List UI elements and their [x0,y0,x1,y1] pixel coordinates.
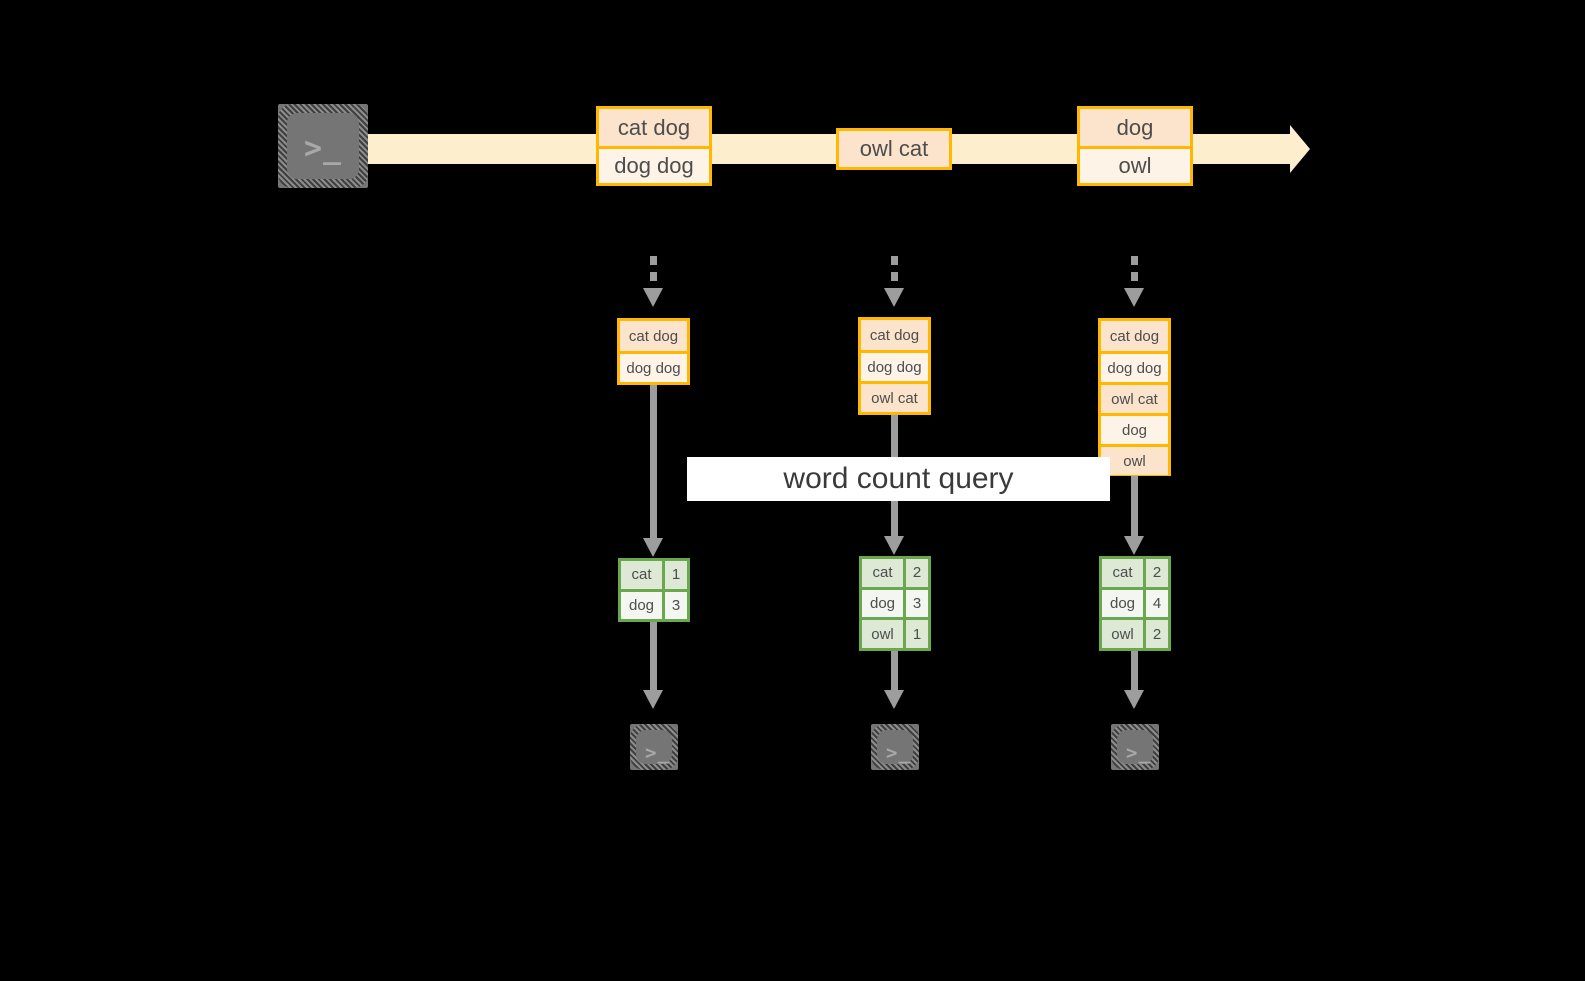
result-row: cat 2 [1102,559,1168,587]
result-row: dog 3 [862,586,928,618]
snapshot-to-result-connector [650,385,657,540]
result-word-cell: owl [862,620,906,649]
snapshot-row: cat dog [620,321,687,351]
result-count-cell: 2 [1146,620,1168,649]
record-row: cat dog [599,109,709,146]
result-word-cell: owl [1102,620,1146,649]
stream-to-snapshot-arrowhead [643,288,663,307]
snapshot-row: owl cat [861,381,928,412]
sink-terminal-icon: >_ [1101,714,1169,780]
sink-terminal-icon: >_ [620,714,688,780]
result-word-cell: cat [1102,559,1146,587]
record-row: dog dog [599,146,709,183]
stream-event-box: cat dog dog dog [596,106,712,186]
snapshot-box: cat dog dog dog owl cat dog owl [1098,318,1171,476]
snapshot-box: cat dog dog dog [617,318,690,385]
result-to-sink-arrowhead [1124,690,1144,709]
snapshot-to-result-arrowhead [1124,536,1144,555]
stream-event-box: owl cat [836,128,952,170]
snapshot-row: dog dog [620,351,687,382]
result-row: cat 2 [862,559,928,587]
result-count-cell: 3 [906,589,928,618]
stream-to-snapshot-connector [1131,256,1138,290]
terminal-prompt-glyph: >_ [886,742,911,764]
result-count-cell: 2 [906,559,928,587]
result-row: dog 3 [621,588,687,619]
stream-to-snapshot-arrowhead [1124,288,1144,307]
result-to-sink-connector [1131,651,1138,692]
result-word-cell: dog [1102,589,1146,618]
snapshot-row: dog dog [861,350,928,381]
terminal-body [877,730,913,764]
result-word-cell: cat [862,559,906,587]
stream-to-snapshot-connector [891,256,898,290]
result-table: cat 2 dog 4 owl 2 [1099,556,1171,651]
snapshot-to-result-connector [1131,476,1138,538]
terminal-prompt-glyph: >_ [645,742,670,764]
sink-terminal-icon: >_ [861,714,929,780]
result-count-cell: 2 [1146,559,1168,587]
result-row: cat 1 [621,561,687,589]
result-count-cell: 3 [665,591,687,619]
result-count-cell: 1 [906,620,928,649]
snapshot-box: cat dog dog dog owl cat [858,317,931,415]
query-label-banner: word count query [687,457,1110,501]
snapshot-to-result-arrowhead [884,536,904,555]
result-row: owl 2 [1102,617,1168,649]
result-to-sink-connector [650,622,657,692]
snapshot-to-result-arrowhead [643,538,663,557]
stream-to-snapshot-arrowhead [884,288,904,307]
result-word-cell: dog [862,589,906,618]
record-row: dog [1080,109,1190,146]
stream-arrow-head [1290,125,1310,173]
snapshot-row: cat dog [1101,321,1168,351]
snapshot-row: owl cat [1101,382,1168,413]
stream-to-snapshot-connector [650,256,657,290]
terminal-body [287,113,359,179]
record-row: owl [1080,146,1190,183]
result-row: owl 1 [862,617,928,649]
result-to-sink-arrowhead [884,690,904,709]
stream-event-box: dog owl [1077,106,1193,186]
result-to-sink-connector [891,651,898,692]
result-count-cell: 4 [1146,589,1168,618]
terminal-prompt-glyph: >_ [304,131,343,166]
source-terminal-icon: >_ [268,94,378,198]
result-table: cat 2 dog 3 owl 1 [859,556,931,651]
snapshot-row: dog dog [1101,351,1168,382]
result-count-cell: 1 [665,561,687,589]
result-word-cell: dog [621,591,665,619]
terminal-body [636,730,672,764]
snapshot-row: owl [1101,444,1168,475]
snapshot-row: cat dog [861,320,928,350]
snapshot-row: dog [1101,413,1168,444]
result-row: dog 4 [1102,586,1168,618]
terminal-prompt-glyph: >_ [1126,742,1151,764]
record-row: owl cat [839,131,949,167]
result-word-cell: cat [621,561,665,589]
result-table: cat 1 dog 3 [618,558,690,622]
terminal-body [1117,730,1153,764]
result-to-sink-arrowhead [643,690,663,709]
